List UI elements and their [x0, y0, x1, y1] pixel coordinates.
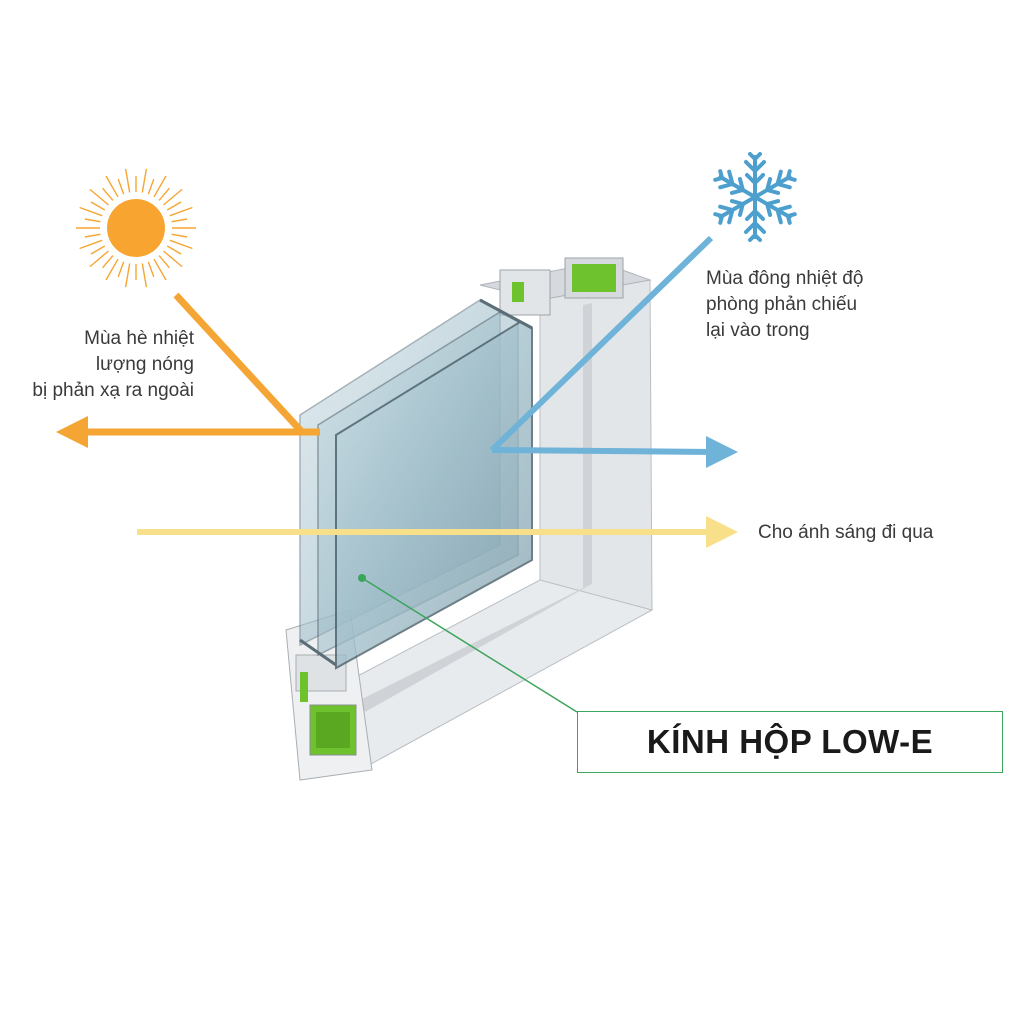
glass-unit — [299, 298, 533, 670]
summer-label-line-2: lượng nóng — [95, 354, 194, 375]
winter-heat-arrow — [489, 235, 738, 468]
snowflake-icon — [713, 152, 797, 242]
product-title-box: KÍNH HỘP LOW-E — [577, 711, 1003, 773]
summer-heat-arrow — [56, 292, 320, 448]
product-title: KÍNH HỘP LOW-E — [646, 723, 934, 760]
summer-label-line-1: Mùa hè nhiệt — [84, 328, 194, 349]
sun-icon — [76, 168, 196, 288]
winter-label-line-1: Mùa đông nhiệt độ — [706, 268, 864, 289]
winter-reflection-label: Mùa đông nhiệt độ phòng phản chiếu lại v… — [706, 266, 966, 344]
winter-label-line-2: phòng phản chiếu — [706, 294, 858, 315]
summer-reflection-label: Mùa hè nhiệt lượng nóng bị phản xạ ra ng… — [0, 326, 194, 404]
light-through-label: Cho ánh sáng đi qua — [758, 522, 934, 543]
glass-pane-inner — [335, 320, 533, 670]
light-arrow — [137, 516, 738, 548]
summer-label-line-3: bị phản xạ ra ngoài — [32, 380, 194, 401]
winter-label-line-3: lại vào trong — [706, 320, 810, 341]
callout-line — [358, 574, 578, 713]
